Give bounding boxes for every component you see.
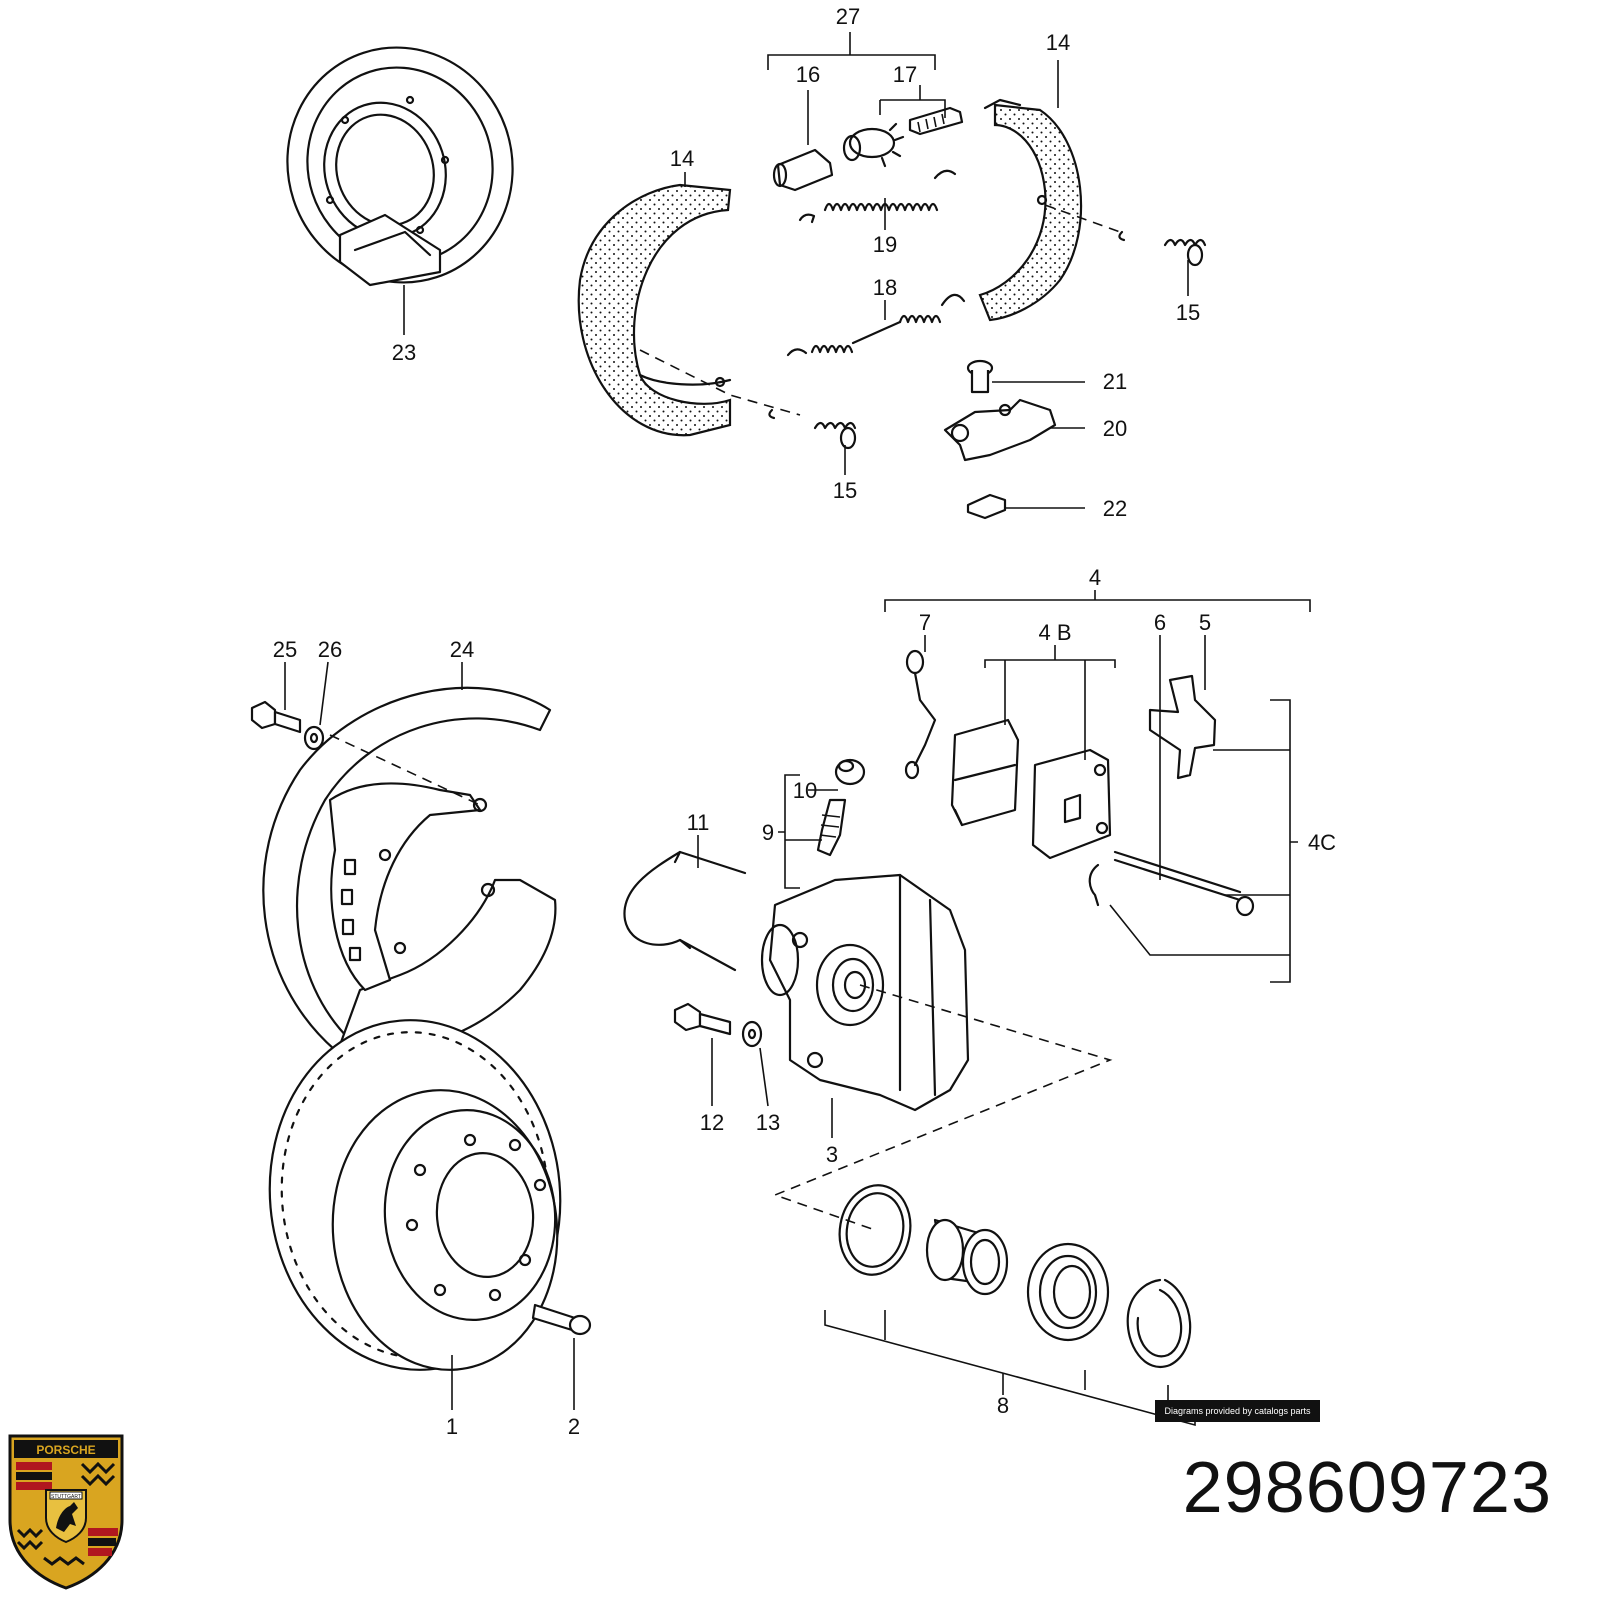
callout-8: 8 [997,1393,1009,1418]
lever-20 [943,398,1057,462]
callout-18: 18 [873,275,897,300]
bolt-12 [673,1002,732,1036]
credit-badge: Diagrams provided by catalogs parts [1155,1400,1320,1422]
callout-15-left: 15 [833,478,857,503]
hold-down-spring-15-right [1118,230,1207,267]
return-spring-19 [798,169,957,224]
anti-rattle-spring-5 [1148,674,1217,780]
brake-pad-4b-1 [950,718,1020,827]
return-spring-18 [786,293,966,357]
callout-27: 27 [836,4,860,29]
dust-boot-8 [1026,1242,1110,1342]
callout-24: 24 [450,637,474,662]
callout-12: 12 [700,1110,724,1135]
bleeder-valve-9 [816,798,847,857]
backing-plate-23 [286,46,514,287]
callout-21: 21 [1103,369,1127,394]
washer-26 [303,725,325,751]
spreader-spring-11 [623,850,747,972]
part-number: 298609723 [1182,1448,1552,1528]
svg-text:STUTTGART: STUTTGART [51,1494,81,1500]
clamp-ring-8 [1126,1278,1192,1368]
callout-4c: 4C [1308,830,1336,855]
callout-22: 22 [1103,496,1127,521]
dashed-guide-lines [329,204,1121,1231]
bleeder-cap-10 [834,758,866,786]
bolt-25 [250,700,302,734]
clip-22 [966,493,1007,520]
callout-17: 17 [893,62,917,87]
callout-13: 13 [756,1110,780,1135]
callout-5: 5 [1199,610,1211,635]
adjuster-socket-16 [772,148,834,192]
callout-4b: 4 B [1038,620,1071,645]
hold-down-spring-15-left [768,408,857,450]
brake-shoe-14-right [978,98,1083,322]
callout-4: 4 [1089,565,1101,590]
washer-13 [741,1020,763,1048]
callout-2: 2 [568,1414,580,1439]
disc-screw-2 [531,1303,592,1336]
callout-23: 23 [392,340,416,365]
callout-11: 11 [687,810,710,835]
callout-3: 3 [826,1142,838,1167]
callout-6: 6 [1154,610,1166,635]
caliper-3 [760,873,970,1112]
callout-26: 26 [318,637,342,662]
retaining-clip [1088,863,1100,907]
callout-19: 19 [873,232,897,257]
seal-ring-8 [838,1184,912,1276]
brake-shoe-14-left [577,183,732,437]
adjuster-screw-17 [842,106,964,168]
callout-20: 20 [1103,416,1127,441]
callout-7: 7 [919,610,931,635]
brake-disc-1 [268,1019,562,1371]
pin-21 [966,359,994,394]
leader-lines [284,32,1311,1427]
callout-9: 9 [762,820,774,845]
callout-15-right: 15 [1176,300,1200,325]
callout-14-right: 14 [1046,30,1070,55]
callout-25: 25 [273,637,297,662]
svg-text:PORSCHE: PORSCHE [36,1443,95,1457]
porsche-crest-logo: PORSCHE STUTTGART [8,1434,124,1590]
wear-sensor-7 [904,649,937,780]
callout-14-left: 14 [670,146,694,171]
callout-16: 16 [796,62,820,87]
callout-labels: 27 16 17 14 14 19 18 15 15 21 20 22 23 4… [273,4,1336,1439]
callout-1: 1 [446,1414,458,1439]
pad-pin-6 [1113,850,1255,917]
credit-text: Diagrams provided by catalogs parts [1164,1406,1311,1416]
callout-10: 10 [793,778,817,803]
brake-pad-4b-2 [1031,748,1112,860]
piston-8 [925,1218,1009,1296]
